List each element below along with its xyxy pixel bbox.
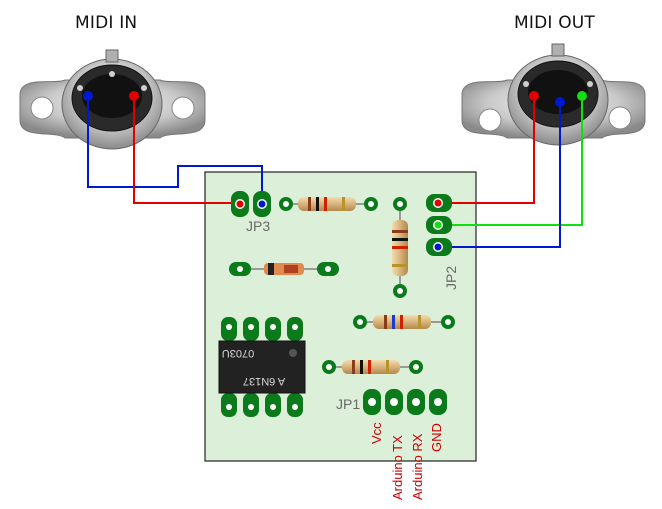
optocoupler-chip: 0703U A 6N137	[218, 317, 306, 417]
resistor-vertical	[392, 197, 408, 298]
chip-marking-2: A 6N137	[243, 375, 285, 387]
wire-red-in	[133, 96, 240, 204]
pin-label-vcc: Vcc	[369, 422, 384, 444]
jp1-label: JP1	[336, 396, 360, 412]
jp2-label: JP2	[443, 266, 459, 290]
pin-label-arduino-rx: Arduino RX	[410, 433, 425, 500]
midi-in-title: MIDI IN	[75, 13, 138, 33]
resistor-middle	[353, 315, 455, 329]
diode	[229, 262, 339, 276]
chip-marking-1: 0703U	[222, 347, 254, 359]
wire-blue-in	[87, 96, 263, 203]
wire-green-out	[438, 96, 583, 226]
pin-label-arduino-tx: Arduino TX	[390, 435, 405, 500]
wire-red-out	[438, 96, 535, 204]
wire-blue-out	[438, 102, 561, 248]
resistor-lower	[322, 360, 423, 374]
jp2-header	[426, 194, 452, 256]
jp1-header	[363, 389, 447, 415]
jp3-label: JP3	[246, 218, 270, 234]
pin-label-gnd: GND	[429, 423, 444, 452]
jp3-header	[231, 191, 271, 217]
midi-out-connector	[461, 43, 646, 146]
resistor-top	[279, 197, 378, 211]
midi-out-title: MIDI OUT	[514, 13, 595, 33]
midi-in-connector	[19, 49, 206, 150]
